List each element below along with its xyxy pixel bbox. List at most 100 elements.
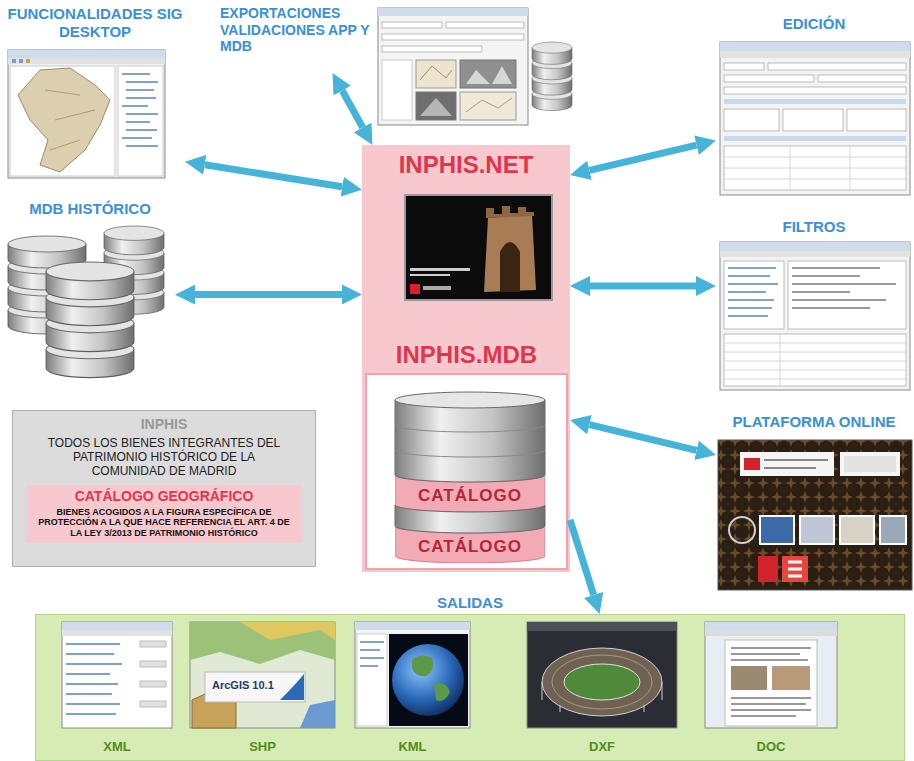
sig-desktop-screenshot [8, 50, 165, 178]
filter-screenshot [792, 268, 896, 308]
edit-screenshot [724, 63, 764, 70]
online-platform-screenshot [880, 516, 906, 544]
sig-desktop-screenshot [8, 50, 165, 58]
export-screenshot [466, 98, 512, 112]
edit-screenshot [720, 51, 910, 58]
heading-text: EXPORTACIONES VALIDACIONES APP Y MDB [220, 5, 370, 55]
screenshot-panel: FUNCIONALIDADES SIG DESKTOP [5, 5, 185, 183]
edit-screenshot [724, 109, 779, 131]
kml-thumbnail [392, 644, 464, 716]
shp-thumbnail [280, 674, 304, 700]
xml-thumbnail [62, 622, 172, 728]
export-screenshot [416, 92, 456, 120]
online-platform-screenshot [800, 516, 834, 544]
xml-thumbnail [140, 641, 166, 707]
online-platform-screenshot [844, 456, 896, 472]
export-screenshot [420, 66, 452, 80]
box-title: CATÁLOGO GEOGRÁFICO [33, 488, 295, 505]
inphis-net-screenshot [405, 195, 552, 300]
filter-screenshot [728, 268, 778, 316]
panel-title: INPHIS.MDB [367, 341, 566, 369]
filter-screenshot [724, 334, 906, 386]
output-band: SALIDASXMLSHPKMLDXFDOC [35, 614, 905, 761]
sig-desktop-screenshot [45, 90, 95, 150]
inphis-net-screenshot [405, 195, 552, 300]
online-platform-screenshot [740, 452, 834, 476]
double-arrow [570, 520, 594, 595]
box-body: BIENES ACOGIDOS A LA FIGURA ESPECÍFICA D… [33, 507, 295, 539]
kml-thumbnail [355, 622, 470, 728]
shp-thumbnail [240, 622, 335, 640]
info-box: INPHIS TODOS LOS BIENES INTEGRANTES DEL P… [12, 410, 316, 567]
format-caption: DOC [701, 739, 841, 754]
filter-screenshot [724, 334, 906, 386]
inphis-net-screenshot [410, 284, 420, 294]
shp-thumbnail [190, 622, 335, 664]
box-body: TODOS LOS BIENES INTEGRANTES DEL PATRIMO… [35, 436, 293, 478]
catalog-database [395, 505, 545, 533]
heading-text: MDB HISTÓRICO [5, 200, 175, 218]
output-format: DOC [701, 620, 841, 754]
database-box: INPHIS.MDBCATÁLOGOCATÁLOGO [365, 373, 568, 570]
inphis-net-screenshot [484, 214, 536, 292]
online-platform-screenshot [718, 440, 912, 590]
filter-screenshot [720, 242, 910, 390]
edit-screenshot [724, 75, 814, 82]
double-arrow [195, 291, 342, 298]
filter-screenshot [720, 242, 910, 390]
panel-title: INPHIS.NET [362, 151, 570, 179]
inphis-net-screenshot [423, 286, 451, 290]
kml-thumbnail [412, 655, 450, 701]
format-caption: XML [58, 739, 176, 754]
shp-thumbnail [205, 672, 305, 702]
double-arrow [205, 165, 342, 187]
catalog-band: CATÁLOGO [395, 519, 545, 563]
output-format: XML [58, 620, 176, 754]
box-title: INPHIS [35, 416, 293, 433]
screenshot-panel: PLATAFORMA ONLINE [716, 413, 912, 591]
edit-screenshot [724, 87, 906, 94]
filter-screenshot [788, 261, 906, 329]
heading-text: PLATAFORMA ONLINE [716, 413, 912, 431]
export-screenshot [378, 8, 528, 125]
export-screenshot [416, 60, 456, 88]
edit-screenshot [724, 146, 906, 190]
sig-desktop-screenshot [122, 74, 158, 146]
dxf-thumbnail [527, 622, 677, 631]
software-label: ArcGIS 10.1 [212, 679, 274, 692]
database-icon [532, 42, 572, 111]
online-platform-screenshot [760, 516, 794, 544]
catalog-box: CATÁLOGO GEOGRÁFICO BIENES ACOGIDOS A LA … [27, 485, 301, 543]
output-format: DXF [523, 620, 681, 754]
band-text: CATÁLOGO [395, 486, 545, 506]
dxf-thumbnail [542, 682, 662, 712]
doc-thumbnail [705, 622, 837, 728]
band-shape [395, 526, 545, 563]
central-panel: INPHIS.NET INPHIS.MDB CATÁLOGO CATÁLOGO [362, 145, 570, 572]
dxf-thumbnail [527, 622, 677, 728]
edit-screenshot [783, 109, 843, 131]
edit-screenshot [724, 136, 906, 141]
export-screenshot [382, 34, 524, 40]
edit-screenshot [818, 75, 906, 82]
format-caption: KML [351, 739, 474, 754]
online-platform-screenshot [764, 460, 828, 468]
heading-text: FILTROS [716, 218, 912, 236]
double-arrow [342, 90, 363, 127]
xml-thumbnail [62, 622, 172, 630]
online-platform-screenshot [758, 556, 778, 582]
export-screenshot [382, 22, 442, 28]
sig-desktop-screenshot [18, 68, 110, 172]
label-anchor: ArcGIS 10.1 [212, 679, 274, 692]
shp-thumbnail [190, 622, 335, 728]
double-arrow [589, 425, 696, 451]
historic-database [8, 236, 86, 334]
kml-thumbnail [360, 642, 384, 666]
shp-thumbnail [192, 690, 236, 728]
kml-thumbnail [355, 622, 470, 630]
doc-thumbnail [731, 648, 811, 660]
edit-screenshot [720, 42, 910, 51]
inphis-net-screenshot [500, 242, 520, 292]
band-text: CATÁLOGO [395, 537, 545, 557]
